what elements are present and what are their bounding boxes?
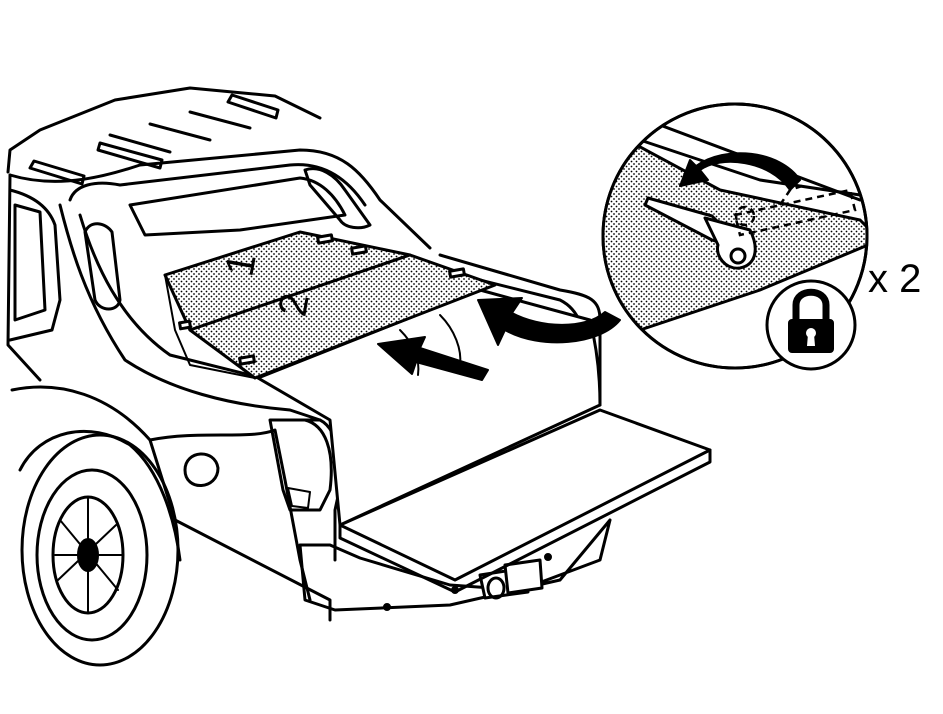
sail-panel-window-frame	[68, 163, 367, 207]
slide-arrow-icon	[377, 336, 489, 381]
cab-side	[6, 173, 62, 382]
rotate-arrow-icon	[679, 152, 801, 191]
lock-icon	[765, 279, 857, 371]
bed-left-wall	[58, 203, 322, 422]
cab-rear	[8, 148, 432, 250]
side-window-left	[83, 222, 122, 311]
truck-illustration	[6, 86, 712, 667]
trailer-hitch	[478, 558, 544, 600]
fuel-door	[183, 452, 220, 487]
panel-latches	[178, 233, 466, 366]
cargo-panels: 1 2	[163, 230, 497, 380]
tail-light	[268, 418, 333, 512]
rear-bumper	[298, 518, 612, 612]
door-window	[13, 203, 47, 322]
rear-window	[128, 176, 347, 237]
quantity-label: x 2	[868, 257, 921, 301]
rear-wheel	[20, 433, 180, 667]
curved-arrow-icon	[477, 297, 621, 346]
roof-rack	[6, 86, 322, 186]
cargo-panel-2	[188, 253, 497, 380]
side-window-right	[303, 167, 372, 230]
